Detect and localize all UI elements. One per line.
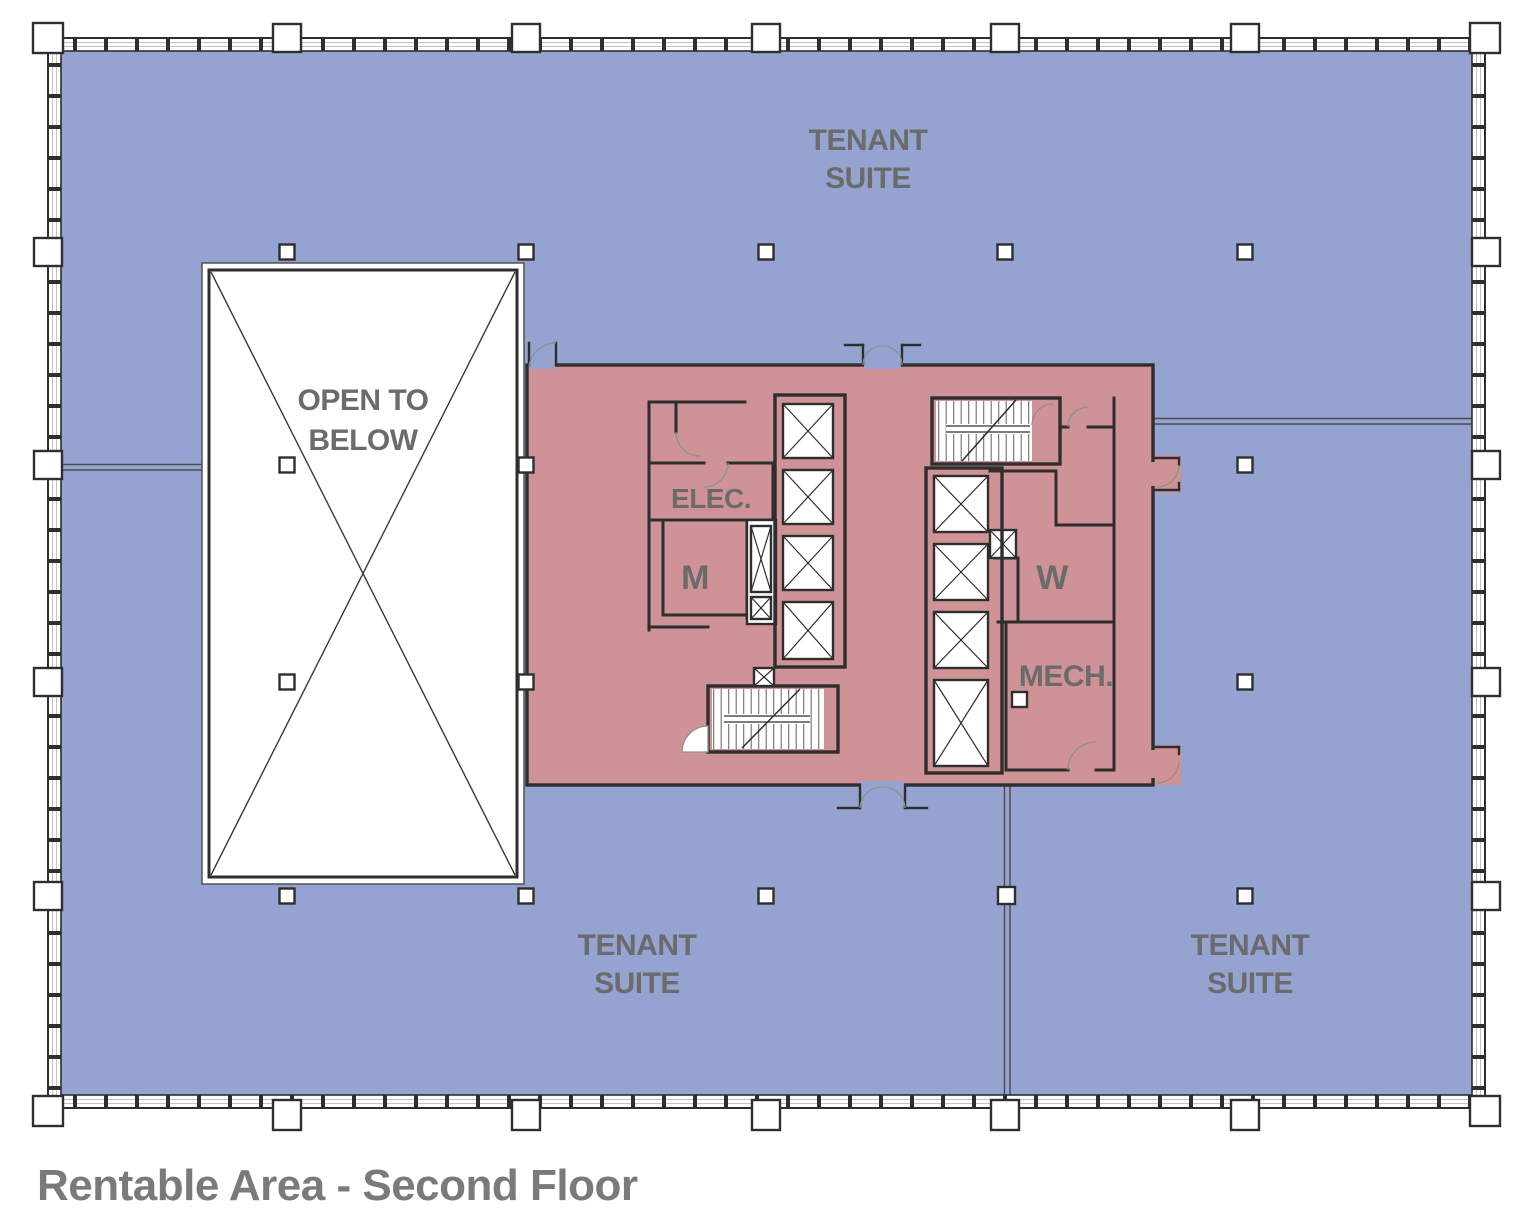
grid-column [1010,690,1029,709]
door-swing-icon [703,462,729,488]
perimeter-column [750,1098,782,1132]
perimeter-column [271,22,303,54]
grid-column [757,887,775,905]
perimeter-column [32,449,64,481]
drawing-title: Rentable Area - Second Floor [37,1161,638,1208]
perimeter-column [32,666,64,698]
grid-column [517,456,535,474]
tenant-suite-right-label-line2: SUITE [1207,967,1293,1000]
vestibule-wall [647,400,747,632]
tenant-suite-top-label-line1: TENANT [809,124,928,157]
grid-column [278,673,296,691]
corner-column [1468,21,1502,55]
grid-column [1236,456,1254,474]
grid-column [278,887,296,905]
tenant-suite-labels: TENANT SUITE TENANT SUITE TENANT SUITE [578,124,1310,1000]
door-swing-icon [1156,760,1180,784]
open-to-below-label-line2: BELOW [308,424,418,457]
grid-column [517,887,535,905]
perimeter-columns [31,21,1502,1132]
stairwell-left [681,666,840,754]
open-x-diagonal [210,271,516,876]
stair-direction-line [741,688,801,749]
perimeter-column [32,236,64,268]
grid-column [278,456,296,474]
door-swing-icon [862,345,883,366]
elevator-bank-left [773,393,847,669]
core-vestibule-right-bottom [1153,745,1181,785]
electrical-room-label: ELEC. [671,483,751,514]
perimeter-column [1229,1098,1261,1132]
perimeter-column [32,880,64,912]
womens-restroom-label: W [1036,559,1069,597]
perimeter-column [1470,880,1502,912]
tenant-suite-right-label-line1: TENANT [1191,929,1310,962]
corner-column [31,21,65,55]
grid-column [996,243,1014,261]
door-swing-icon [882,786,906,809]
column-on-wall [996,885,1017,906]
perimeter-column [1470,236,1502,268]
door-swing-icon [1067,741,1097,771]
door-swing-icon [882,345,903,366]
corner-column [1468,1094,1502,1128]
perimeter-column [510,22,542,54]
door-swing-icon [675,431,701,457]
building-core: ELEC. M [525,341,1181,810]
perimeter-column [750,22,782,54]
core-area [527,365,1153,785]
tenant-suite-top-label-line2: SUITE [825,162,911,195]
tenant-suite-bottom-label-line2: SUITE [594,967,680,1000]
door-swing-icon [528,342,557,368]
perimeter-column [510,1098,542,1132]
core-doors [527,341,1181,810]
perimeter-column [1470,666,1502,698]
perimeter-column [271,1098,303,1132]
door-swing-icon [859,786,883,809]
door-swing-icon [1156,464,1180,488]
grid-column [517,673,535,691]
grid-column [278,243,296,261]
grid-column [517,243,535,261]
stairwell-right [930,396,1062,466]
perimeter-column [989,1098,1021,1132]
perimeter-column [1229,22,1261,54]
mens-restroom-label: M [681,559,709,597]
open-to-below-label-line1: OPEN TO [298,384,429,417]
door-swing-icon [1067,406,1089,428]
mechanical-room-label: MECH. [1019,660,1113,693]
door-swing-icon [681,725,709,753]
grid-column [1236,887,1254,905]
open-to-below-area: OPEN TO BELOW [201,262,525,885]
elevator-bank-right [924,466,1004,775]
core-outer-wall [525,363,1155,787]
door-swing-icon [1031,403,1054,426]
perimeter-column [1470,449,1502,481]
corner-column [31,1094,65,1128]
demising-walls [61,417,1472,1095]
tenant-suite-bottom-label-line1: TENANT [578,929,697,962]
grid-column [1236,243,1254,261]
core-right-cluster: W MECH. [924,396,1116,775]
interior-grid-columns [278,243,1254,905]
mechanical-room: MECH. [1004,620,1116,772]
grid-column [1236,673,1254,691]
core-left-cluster: ELEC. M [647,393,847,754]
stair-direction-line [961,399,1017,462]
grid-column [757,243,775,261]
perimeter-column [989,22,1021,54]
